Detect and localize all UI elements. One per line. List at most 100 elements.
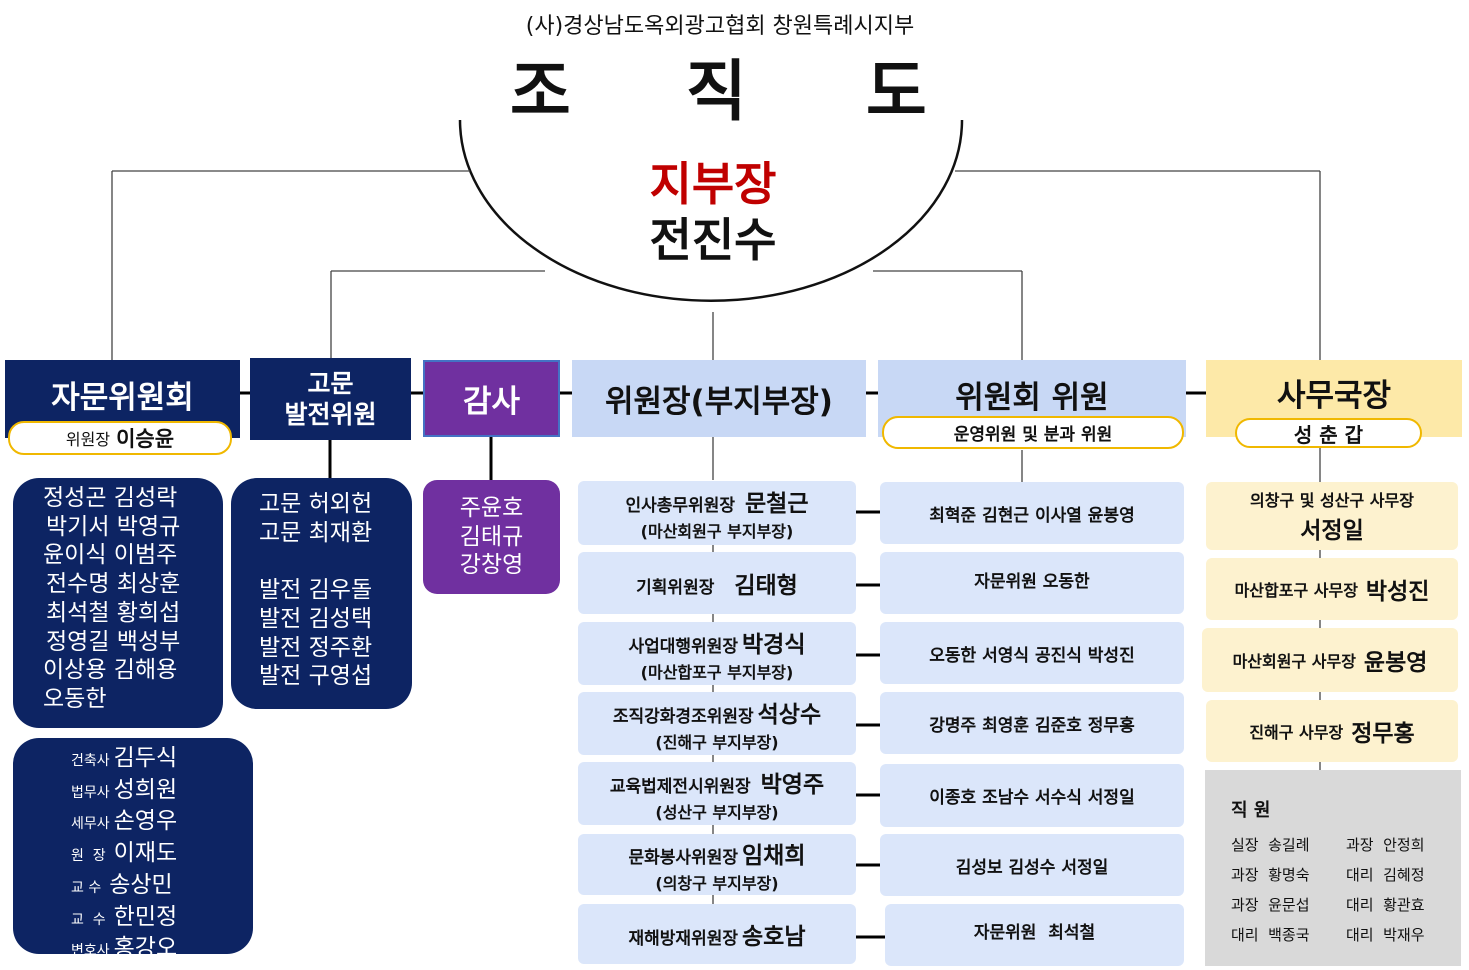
staff-entry: 대리 박재우 — [1346, 926, 1425, 944]
staff-entry: 과장 윤문섭 — [1231, 896, 1310, 914]
committee-subtitle-pill: 운영위원 및 분과 위원 — [882, 416, 1184, 449]
staff-entry: 대리 황관효 — [1346, 896, 1425, 914]
advisory-member: 박기서 박영규 — [46, 513, 181, 540]
staff-entry: 대리 백종국 — [1231, 926, 1310, 944]
committee-members: 오동한 서영식 공진식 박성진 — [929, 645, 1135, 666]
committee-card: 강명주 최영훈 김준호 정무홍 — [880, 692, 1184, 754]
office-card: 마산회원구 사무장 윤봉영 — [1202, 628, 1458, 692]
expert-title: 법무사 — [71, 784, 110, 801]
chairs-header: 위원장(부지부장) — [572, 360, 866, 437]
committee-card: 김성보 김성수 서정일 — [880, 834, 1184, 896]
audit-members-box: 주윤호 김태규 강창영 — [423, 480, 560, 594]
advisory-member: 오동한 — [43, 685, 107, 712]
org-subtitle: (사)경상남도옥외광고협회 창원특례시지부 — [525, 14, 915, 39]
expert-name: 손영우 — [113, 808, 178, 835]
counsel-member — [259, 547, 412, 576]
advisory-member: 정영길 백성부 — [46, 628, 181, 655]
chair-role-line: 기획위원장 김태형 — [636, 566, 798, 600]
office-role: 의창구 및 성산구 사무장 — [1250, 491, 1414, 510]
secretariat-title: 사무국장 — [1276, 378, 1392, 414]
committee-members: 이종호 조남수 서수식 서정일 — [929, 788, 1135, 808]
committee-members: 자문위원 최석철 — [973, 923, 1096, 943]
staff-title: 직 원 — [1231, 800, 1271, 821]
advisory-member: 정성곤 김성락 — [43, 485, 178, 511]
committee-members: 최혁준 김현근 이사열 윤봉영 — [929, 505, 1135, 526]
counsel-members-box: 고문 허외헌 고문 최재환 발전 김우돌 발전 김성택 발전 정주환 발전 구영… — [231, 478, 412, 709]
chair-sub: (의창구 부지부장) — [655, 873, 779, 893]
counsel-title-line2: 발전위원 — [284, 400, 377, 429]
committee-subtitle: 운영위원 및 분과 위원 — [953, 425, 1113, 445]
chair-role: 기획위원장 — [636, 578, 715, 598]
expert-title: 원 장 — [71, 848, 106, 865]
chief-role: 지부장 — [649, 157, 777, 211]
advisory-member: 윤이식 이범주 — [43, 542, 178, 569]
committee-members: 자문위원 오동한 — [974, 572, 1090, 592]
advisory-member: 이상용 김해용 — [43, 657, 178, 684]
chairs-title: 위원장(부지부장) — [605, 384, 833, 420]
chair-role: 교육법제전시위원장 — [609, 776, 751, 797]
staff-entry: 대리 김혜정 — [1346, 866, 1425, 884]
committee-card: 자문위원 최석철 — [885, 904, 1184, 966]
expert-row: 원 장 이재도 — [71, 839, 253, 871]
office-name: 서정일 — [1300, 518, 1364, 544]
secretariat-name: 성 춘 갑 — [1293, 422, 1364, 447]
title-char-1: 조 — [510, 53, 571, 130]
chair-name: 송호남 — [742, 924, 806, 950]
office-role: 마산회원구 사무장 — [1232, 652, 1356, 671]
counsel-title-line1: 고문 — [307, 369, 354, 398]
chair-card: 기획위원장 김태형 — [578, 552, 856, 614]
chair-sub: (성산구 부지부장) — [655, 802, 779, 822]
chief-arc — [458, 119, 964, 302]
expert-title: 변호사 — [71, 943, 110, 960]
chair-role: 조직강화경조위원장 — [612, 706, 754, 727]
office-role: 진해구 사무장 — [1249, 723, 1344, 742]
expert-name: 송상민 — [109, 871, 173, 898]
staff-entry: 과장 황명숙 — [1231, 866, 1310, 884]
expert-name: 한민정 — [113, 903, 178, 930]
office-name: 윤봉영 — [1363, 650, 1428, 676]
chair-name: 임채희 — [742, 842, 806, 869]
advisory-member: 전수명 최상훈 — [46, 571, 181, 598]
counsel-header: 고문 발전위원 — [250, 358, 411, 440]
committee-card: 이종호 조남수 서수식 서정일 — [880, 764, 1184, 827]
advisory-chair-name: 이승윤 — [116, 427, 175, 451]
expert-name: 이재도 — [113, 840, 178, 867]
chief-name: 전진수 — [649, 213, 777, 267]
staff-row: 과장 황명숙 대리 김혜정 — [1231, 860, 1461, 890]
staff-row: 대리 백종국 대리 박재우 — [1231, 920, 1461, 950]
audit-title: 감사 — [462, 384, 521, 420]
chair-role: 사업대행위원장 — [628, 636, 738, 657]
committee-members: 강명주 최영훈 김준호 정무홍 — [929, 715, 1135, 736]
chair-sub: (진해구 부지부장) — [655, 732, 779, 752]
chair-name: 석상수 — [757, 701, 822, 728]
chair-name: 문철근 — [745, 491, 809, 517]
committee-card: 오동한 서영식 공진식 박성진 — [880, 622, 1184, 684]
expert-name: 홍강오 — [113, 935, 178, 962]
advisory-member: 최석철 황희섭 — [46, 599, 181, 626]
committee-card: 자문위원 오동한 — [880, 552, 1184, 614]
office-role: 마산합포구 사무장 — [1234, 581, 1358, 600]
expert-name: 성희원 — [113, 776, 178, 803]
chair-name: 김태형 — [734, 573, 798, 599]
counsel-member: 고문 허외헌 — [259, 491, 373, 517]
chair-sub: (마산회원구 부지부장) — [640, 522, 794, 541]
